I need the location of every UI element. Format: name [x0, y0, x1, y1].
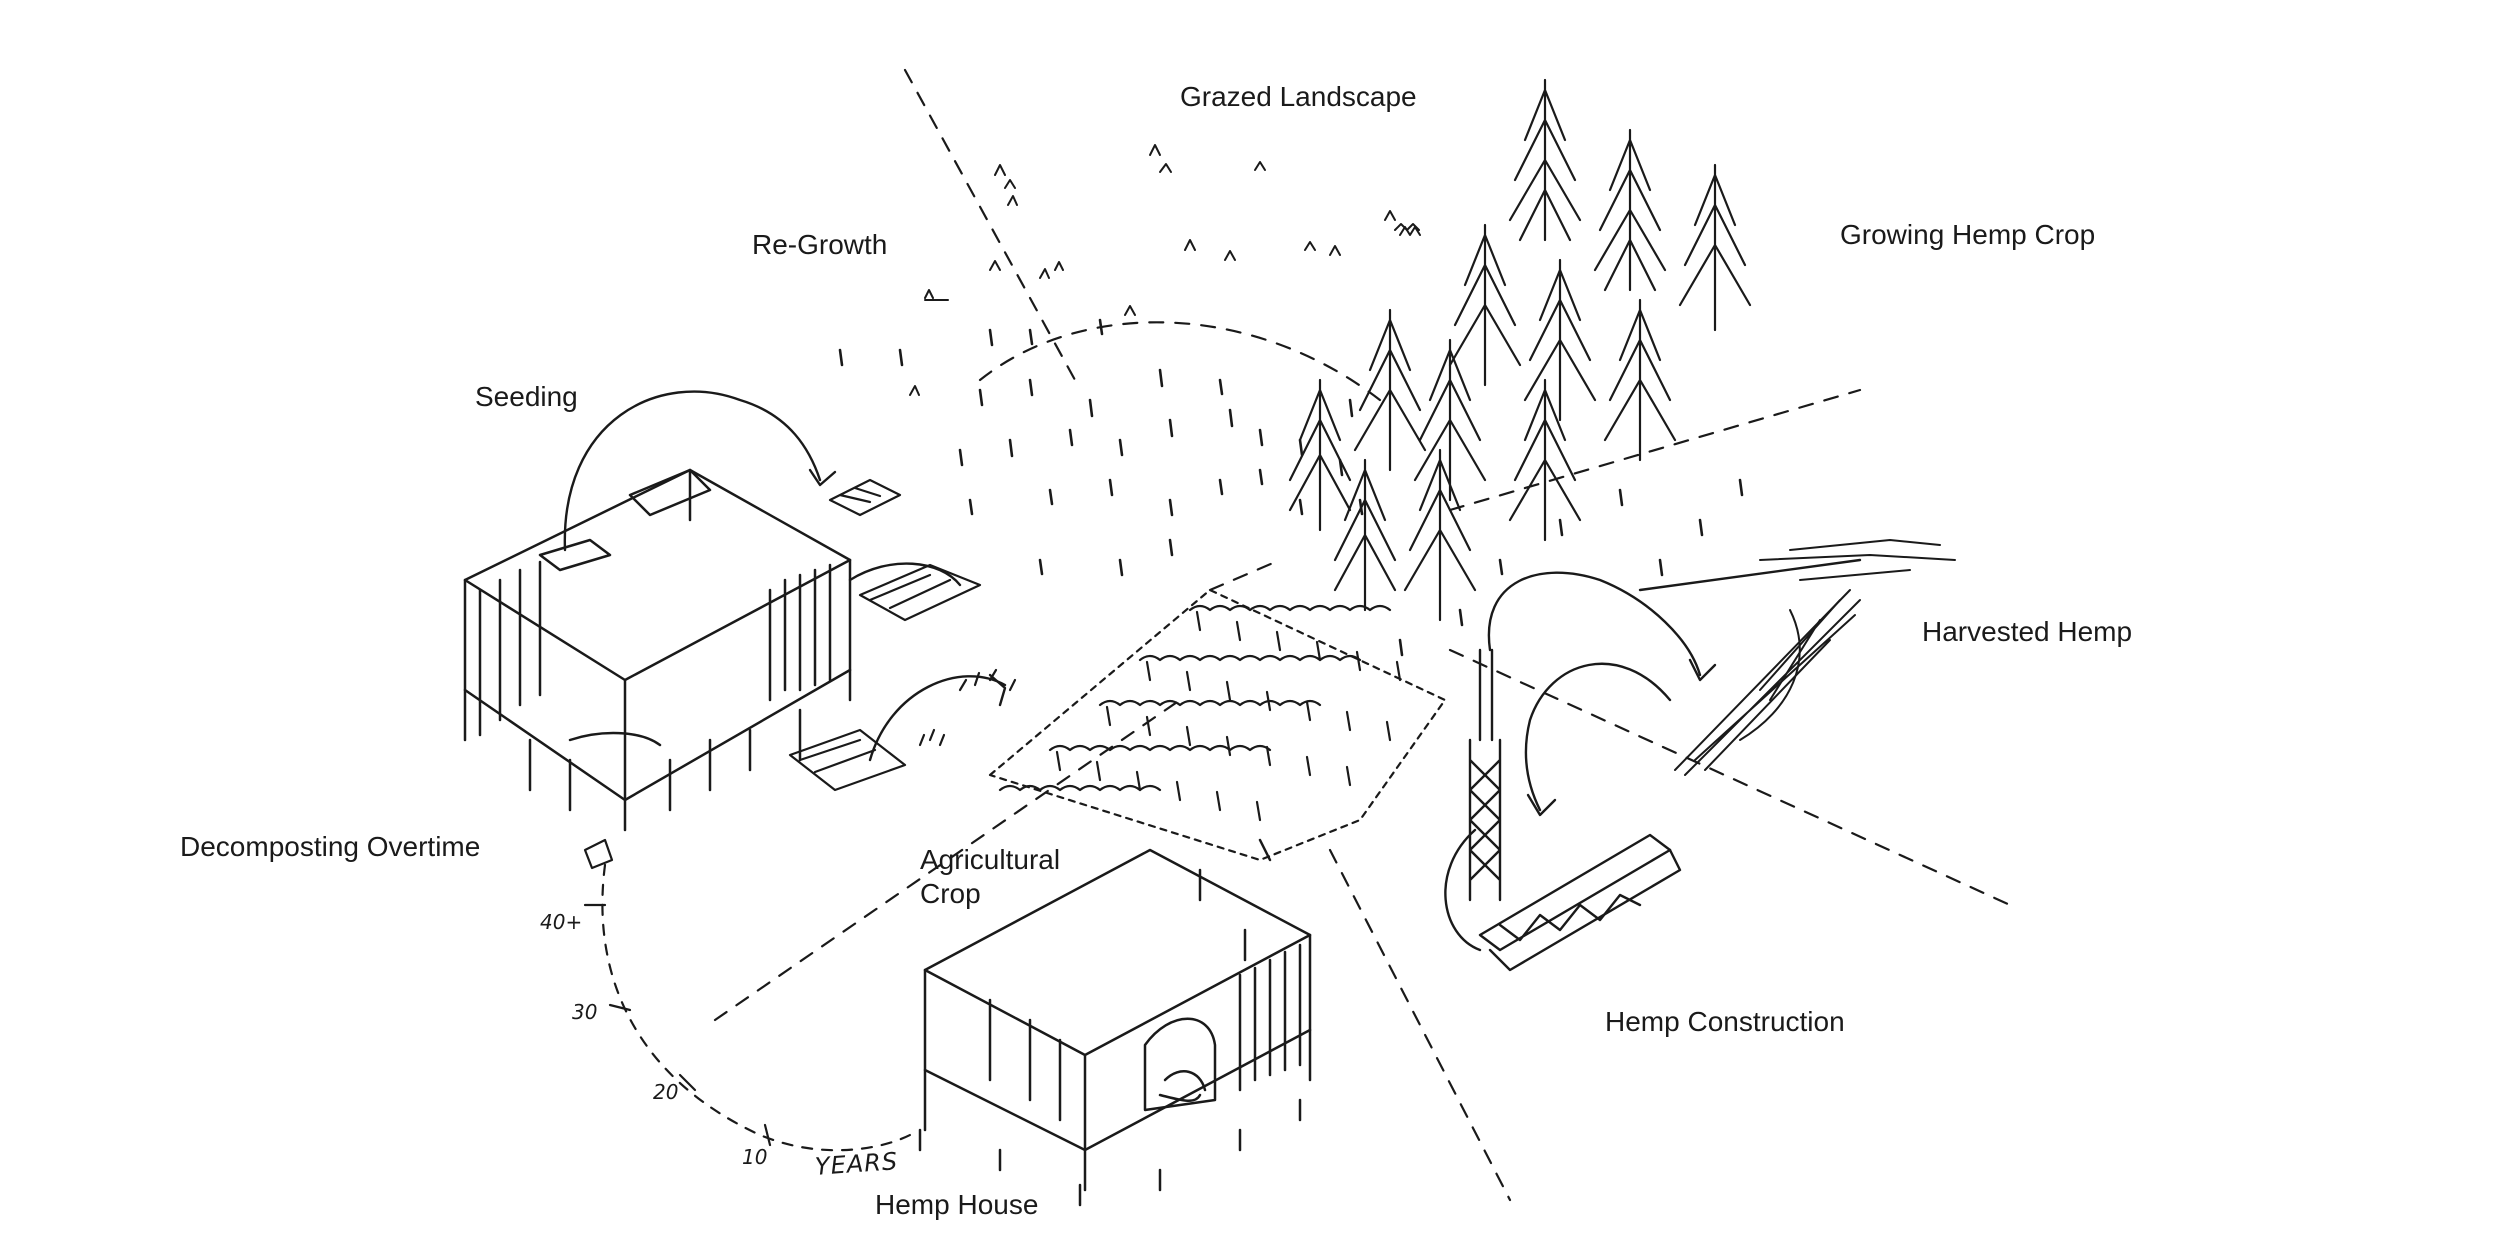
- regrowth-grass: [909, 144, 1421, 396]
- arrow-seeding: [563, 390, 822, 552]
- divider-harvest-construction: [1448, 648, 2012, 907]
- sector-dividers: [713, 68, 2012, 1202]
- tree-12: [1403, 448, 1477, 622]
- divider-construction-house: [1328, 848, 1512, 1202]
- tree-7: [1353, 308, 1427, 472]
- timeline-tick-40plus: 40+: [540, 910, 583, 934]
- divider-hemp-harvest: [1448, 388, 1862, 512]
- tower-frame: [1468, 738, 1502, 902]
- process-arrows: [563, 390, 1862, 952]
- hemp-house: [918, 838, 1312, 1207]
- agricultural-field: [988, 588, 1447, 862]
- field-arc: [978, 321, 1382, 402]
- tree-8: [1413, 338, 1487, 502]
- tick-10: [763, 1123, 772, 1147]
- label-growing-hemp-crop: Growing Hemp Crop: [1840, 219, 2096, 250]
- arrow-harvest-to-construction: [1524, 662, 1672, 812]
- label-hemp-house: Hemp House: [875, 1189, 1039, 1220]
- label-hemp-construction: Hemp Construction: [1605, 1006, 1845, 1037]
- timeline-arc: [601, 863, 912, 1152]
- tree-9: [1508, 378, 1582, 542]
- tree-1: [1508, 78, 1582, 242]
- divider-grazed-regrowth: [903, 68, 1077, 382]
- tree-11: [1333, 458, 1397, 612]
- timeline-unit-label: YEARS: [814, 1147, 900, 1181]
- house-roof: [463, 468, 852, 682]
- label-agricultural-crop: Agricultural Crop: [920, 844, 1061, 909]
- divider-ag-left: [713, 698, 1182, 1022]
- arrow-construction-curve: [1444, 828, 1482, 952]
- tree-10: [1288, 378, 1352, 532]
- label-grazed-landscape: Grazed Landscape: [1180, 81, 1417, 112]
- arrow-harvest-down: [1487, 571, 1702, 677]
- label-decomposting-overtime: Decomposting Overtime: [180, 831, 481, 862]
- label-harvested-hemp: Harvested Hemp: [1922, 616, 2133, 647]
- arrow-to-harvest: [1638, 558, 1862, 592]
- hemp-construction-frames: [1468, 648, 1682, 972]
- timeline-tick-20: 20: [653, 1080, 679, 1104]
- tree-4: [1448, 223, 1522, 387]
- label-seeding: Seeding: [475, 381, 578, 412]
- field-outline: [988, 588, 1447, 862]
- decomposition-timeline: [583, 838, 912, 1152]
- hemp-trees: [1288, 78, 1752, 622]
- tick-20: [678, 1073, 697, 1092]
- arrow-regrowth: [848, 562, 962, 587]
- tick-30: [608, 1003, 632, 1012]
- regrowth-stems: [838, 318, 1744, 657]
- decomposing-house: [463, 468, 852, 832]
- field-boundary-top: [1208, 558, 1282, 592]
- tree-6: [1603, 298, 1677, 462]
- tree-5: [1523, 258, 1597, 422]
- timeline-tick-10: 10: [742, 1145, 768, 1169]
- tree-2: [1593, 128, 1667, 292]
- decomposing-panels: [788, 478, 1017, 792]
- tree-3: [1678, 163, 1752, 332]
- arrow-decomposing: [868, 675, 1007, 762]
- label-re-growth: Re-Growth: [752, 229, 888, 260]
- harvested-hemp-bundle: [1674, 539, 1956, 776]
- timeline-tick-30: 30: [572, 1000, 598, 1024]
